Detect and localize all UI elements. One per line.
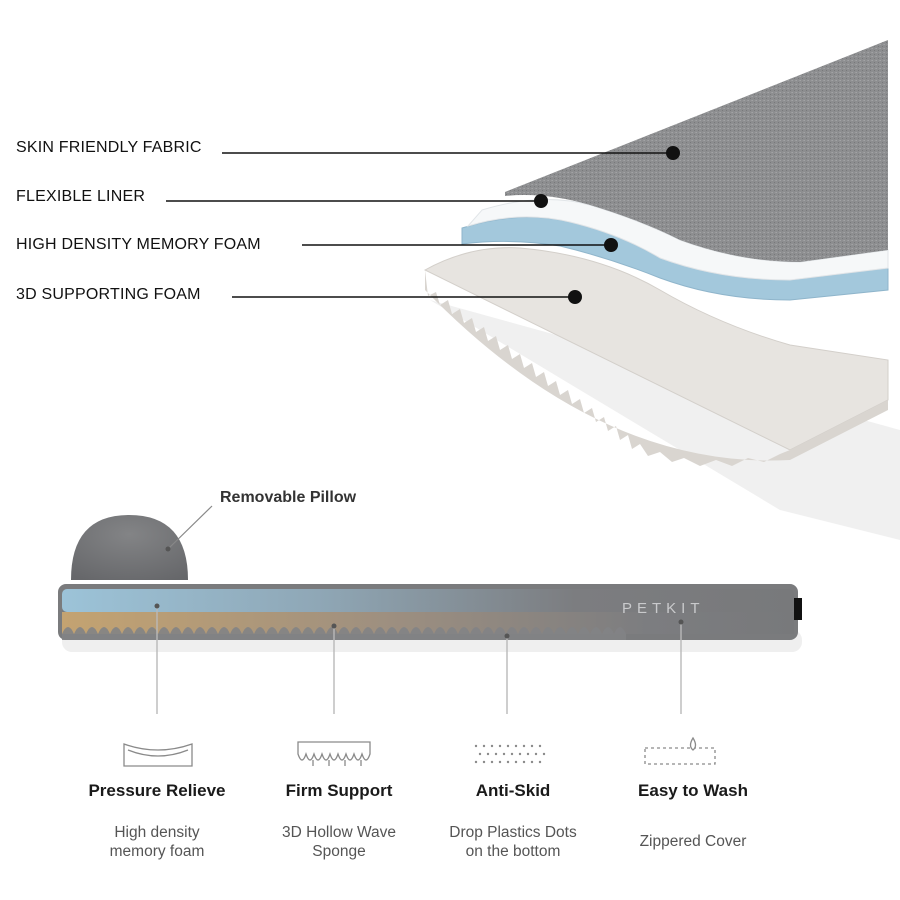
pillow-dot bbox=[165, 546, 171, 552]
feature-leader-dots bbox=[154, 603, 684, 639]
feature-leader-lines bbox=[156, 606, 682, 714]
feature-desc-line: Drop Plastics Dots bbox=[449, 824, 577, 841]
anti-skid-icon bbox=[474, 744, 546, 764]
feature-desc-line: on the bottom bbox=[465, 843, 561, 860]
feature-title-antiskid: Anti-Skid bbox=[475, 781, 551, 800]
feature-desc-wash: Zippered Cover bbox=[593, 832, 793, 851]
pillow-leader-line bbox=[167, 505, 213, 550]
feature-desc-line: Sponge bbox=[312, 843, 366, 860]
feature-desc-line: memory foam bbox=[109, 843, 205, 860]
liner-dot bbox=[534, 194, 548, 208]
layer-label-liner: FLEXIBLE LINER bbox=[16, 188, 146, 205]
mattress-bar-wave-foam bbox=[62, 612, 794, 634]
feature-desc-line: High density bbox=[114, 824, 200, 841]
feature-title-firm: Firm Support bbox=[285, 781, 393, 800]
zipper-tag bbox=[794, 598, 802, 620]
brand-logo: PETKIT bbox=[622, 600, 705, 617]
supporting-foam-layer bbox=[423, 247, 889, 451]
support-foam-dot bbox=[568, 290, 582, 304]
mattress-bar-wave-edge bbox=[62, 627, 626, 640]
layer-dots bbox=[534, 146, 680, 304]
layer-label-memory-foam: HIGH DENSITY MEMORY FOAM bbox=[16, 236, 261, 253]
feature-desc-antiskid: Drop Plastics Dots on the bottom bbox=[413, 823, 613, 861]
feature-title-pressure: Pressure Relieve bbox=[88, 781, 226, 800]
feature-desc-line: 3D Hollow Wave bbox=[282, 824, 396, 841]
fabric-layer bbox=[505, 40, 888, 262]
feature-desc-pressure: High density memory foam bbox=[57, 823, 257, 861]
feature-desc-firm: 3D Hollow Wave Sponge bbox=[239, 823, 439, 861]
firm-support-icon bbox=[297, 741, 371, 766]
fabric-dot bbox=[666, 146, 680, 160]
supporting-foam-wave-edge bbox=[425, 270, 888, 466]
pillow bbox=[71, 515, 188, 580]
feature-title-wash: Easy to Wash bbox=[638, 781, 748, 800]
pillow-callout: Removable Pillow bbox=[220, 489, 357, 506]
mattress-bar-memory-foam bbox=[62, 589, 794, 612]
layer-label-fabric: SKIN FRIENDLY FABRIC bbox=[16, 139, 202, 156]
easy-wash-icon bbox=[644, 736, 716, 765]
mattress-shadow bbox=[430, 300, 900, 540]
layer-label-support-foam: 3D SUPPORTING FOAM bbox=[16, 286, 201, 303]
layer-leader-lines bbox=[166, 152, 673, 298]
pressure-relieve-icon bbox=[123, 743, 193, 767]
memory-foam-dot bbox=[604, 238, 618, 252]
feature-desc-line: Zippered Cover bbox=[639, 833, 747, 850]
